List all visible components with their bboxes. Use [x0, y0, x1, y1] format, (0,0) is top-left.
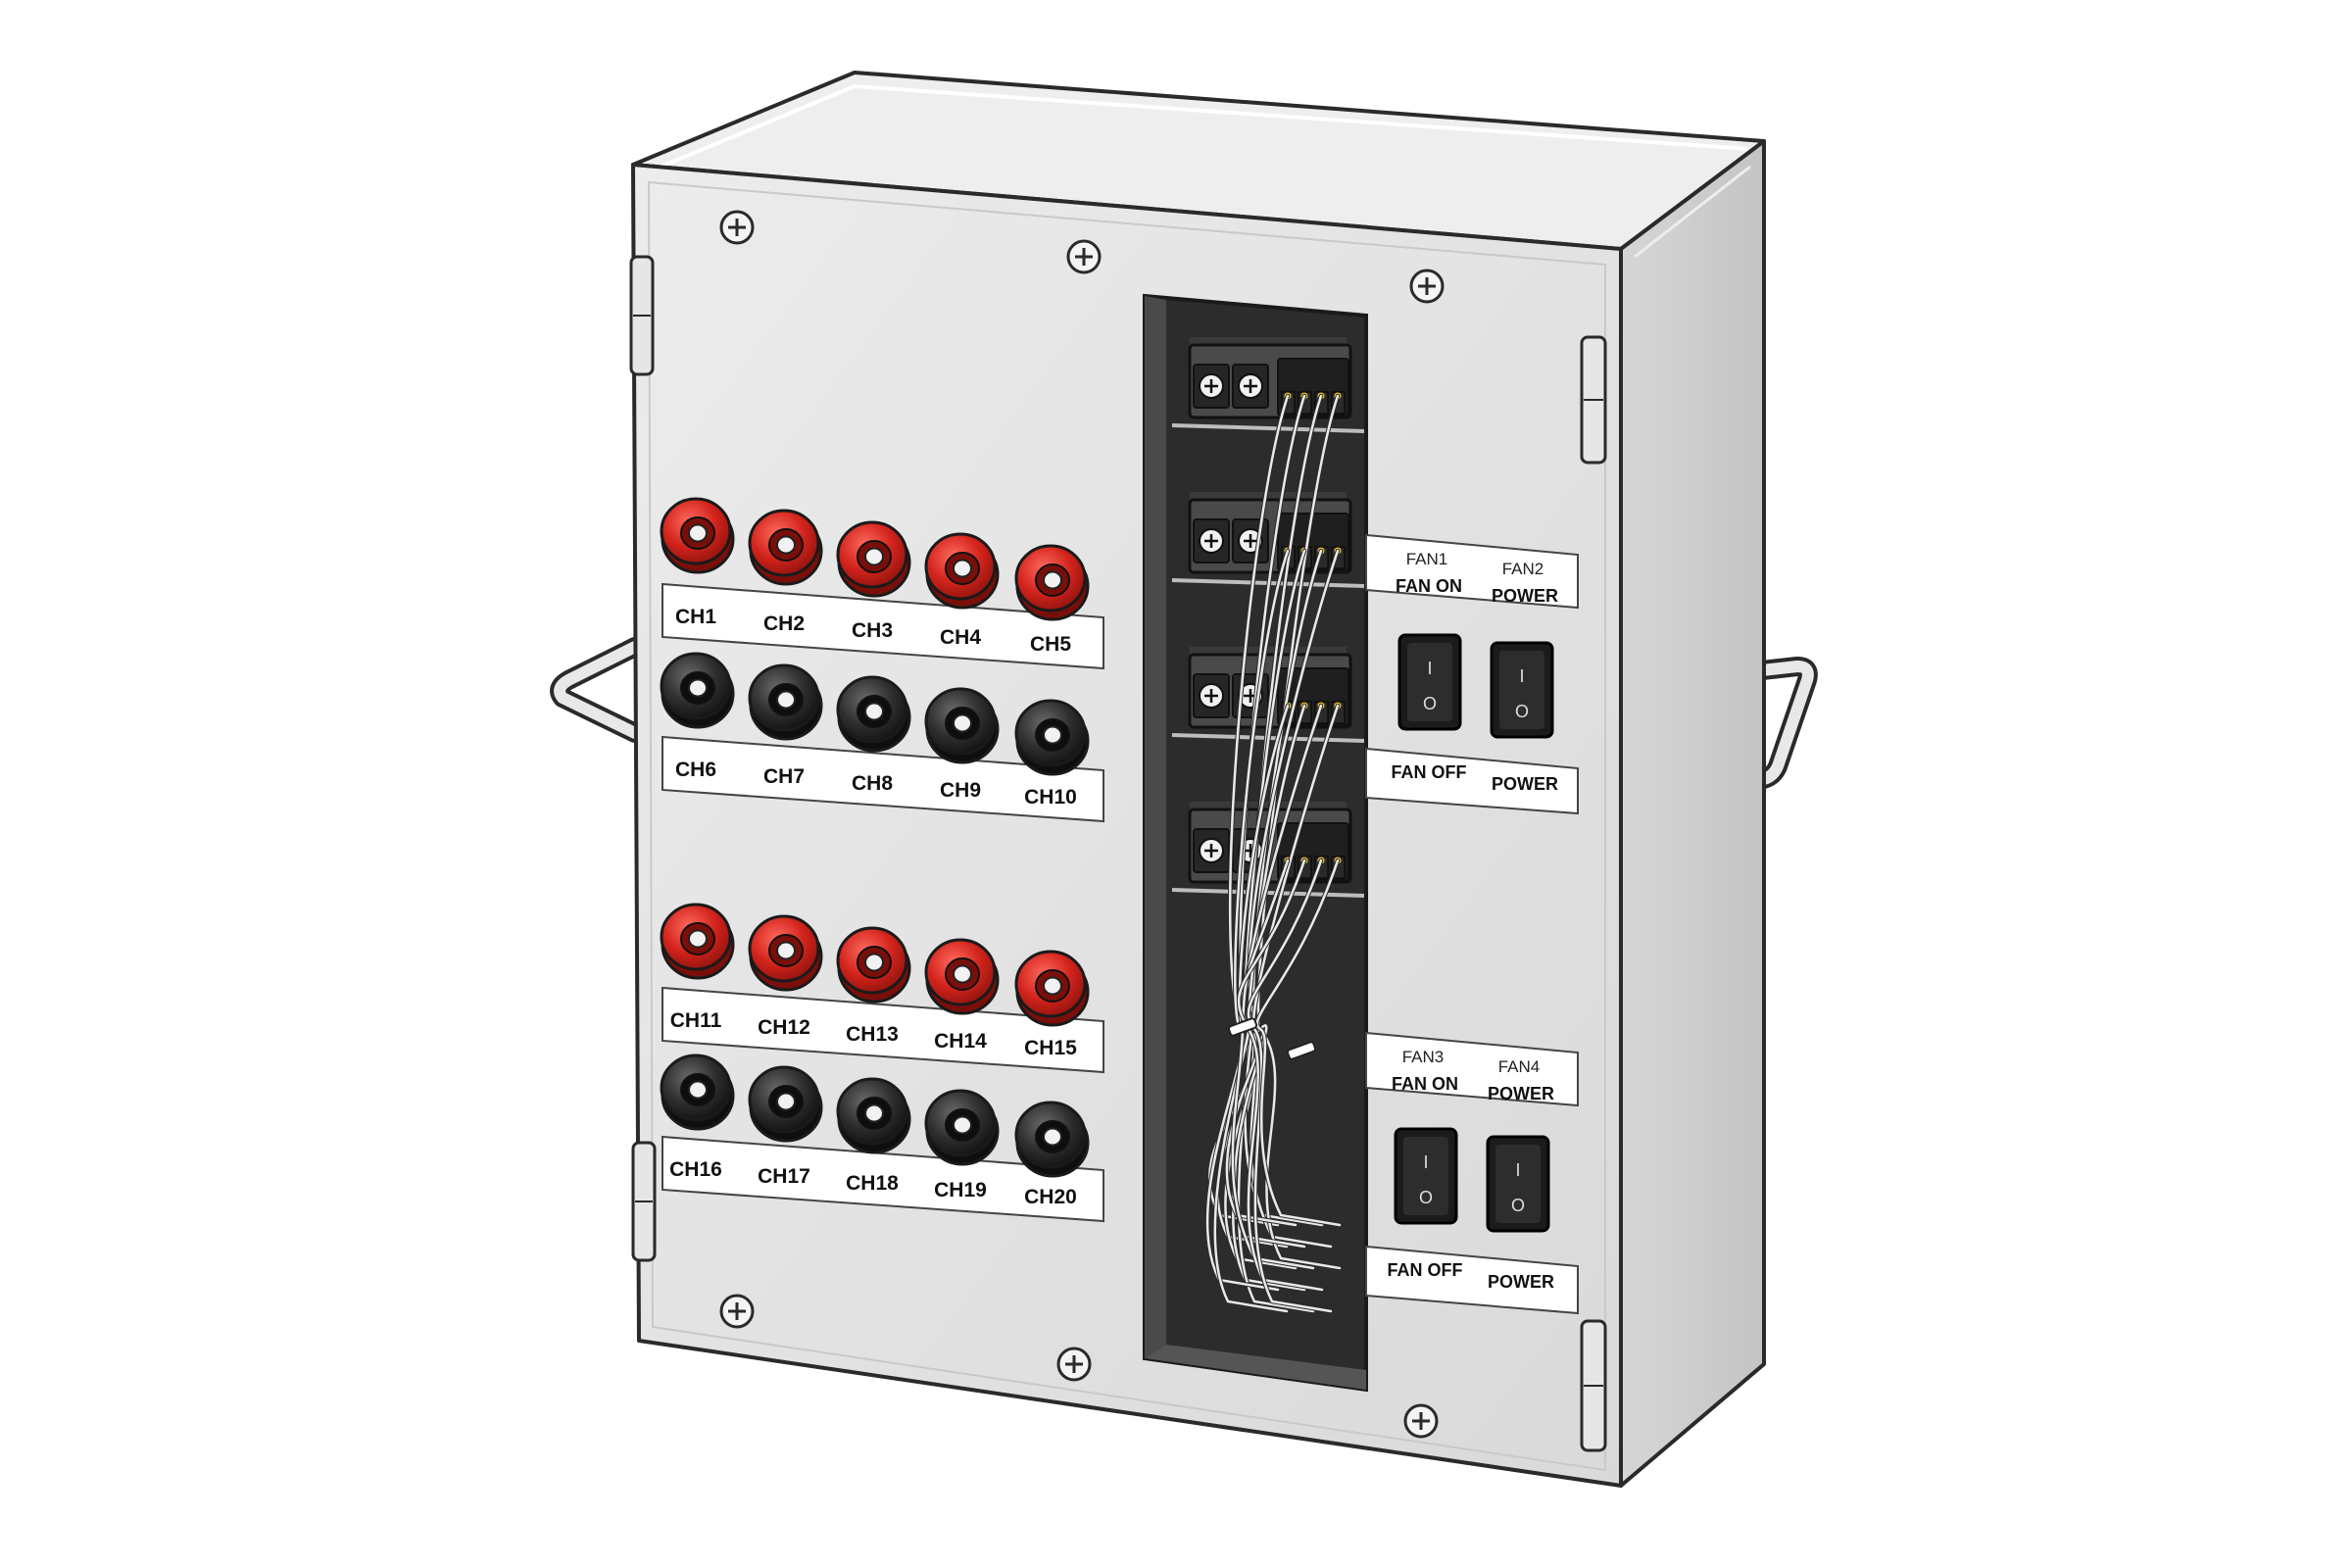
channel-label: CH18	[846, 1172, 899, 1195]
channel-label: CH1	[675, 606, 716, 628]
power-label-bottom: POWER	[1488, 1272, 1554, 1292]
channel-label: CH2	[763, 612, 805, 635]
cable-tie	[1286, 1041, 1317, 1060]
on-glyph: I	[1427, 659, 1432, 678]
banana-jack-ch9[interactable]	[924, 687, 1000, 764]
screw-terminal-icon	[1238, 373, 1263, 399]
fan2-label: FAN2	[1502, 560, 1544, 578]
banana-jack-ch7[interactable]	[748, 663, 823, 741]
on-glyph: I	[1519, 666, 1524, 686]
banana-jack-ch20[interactable]	[1014, 1101, 1090, 1178]
fan1-label: FAN1	[1406, 550, 1448, 568]
banana-jack-ch5[interactable]	[1014, 544, 1090, 621]
channel-label: CH11	[670, 1009, 722, 1032]
channel-label: CH17	[758, 1165, 810, 1188]
channel-label: CH7	[763, 765, 805, 788]
channel-label: CH16	[669, 1158, 722, 1181]
banana-jack-ch12[interactable]	[748, 914, 823, 992]
banana-jack-ch10[interactable]	[1014, 699, 1090, 776]
channel-label: CH8	[852, 772, 893, 795]
screw-terminal-icon	[1199, 373, 1224, 399]
fan2-rocker-switch[interactable]: I O	[1490, 641, 1554, 739]
channel-label: CH6	[675, 759, 716, 781]
fan1-rocker-switch[interactable]: I O	[1397, 633, 1462, 731]
banana-jack-ch15[interactable]	[1014, 950, 1090, 1027]
screw-terminal-icon	[1199, 838, 1224, 863]
channel-label: CH19	[934, 1179, 987, 1201]
banana-jack-ch4[interactable]	[924, 532, 1000, 610]
fan3-label: FAN3	[1402, 1048, 1445, 1066]
terminal-block	[1171, 337, 1365, 433]
on-glyph: I	[1423, 1152, 1428, 1172]
off-glyph: O	[1419, 1188, 1433, 1207]
off-glyph: O	[1511, 1196, 1525, 1215]
enclosure-side	[1619, 139, 1766, 1488]
screw-terminal-icon	[1199, 528, 1224, 554]
banana-jack-ch17[interactable]	[748, 1065, 823, 1143]
channel-label: CH3	[852, 619, 893, 642]
power-label-bottom: POWER	[1492, 774, 1558, 794]
switch-panel-2: FAN3 FAN4 FAN ON POWER FAN OFF POWER I O…	[1365, 1031, 1579, 1315]
channel-label: CH9	[940, 779, 981, 802]
power-label-top: POWER	[1492, 586, 1558, 606]
screw-icon	[719, 1294, 755, 1329]
screw-icon	[719, 210, 755, 245]
banana-jack-ch14[interactable]	[924, 938, 1000, 1015]
banana-jack-ch3[interactable]	[836, 520, 911, 598]
banana-jack-ch18[interactable]	[836, 1077, 911, 1154]
screw-icon	[1403, 1403, 1439, 1439]
channel-label: CH20	[1024, 1186, 1077, 1208]
fan-on-label: FAN ON	[1392, 1074, 1458, 1094]
banana-jack-ch16[interactable]	[660, 1054, 735, 1131]
channel-label: CH15	[1024, 1037, 1077, 1059]
fan-on-label: FAN ON	[1396, 576, 1462, 596]
screw-icon	[1409, 269, 1445, 304]
banana-jack-ch19[interactable]	[924, 1089, 1000, 1166]
fan4-rocker-switch[interactable]: I O	[1486, 1135, 1550, 1233]
banana-jack-ch13[interactable]	[836, 926, 911, 1004]
cable-tie	[1227, 1017, 1258, 1037]
screw-terminal-icon	[1199, 683, 1224, 709]
channel-label: CH5	[1030, 633, 1071, 656]
channel-label: CH10	[1024, 786, 1077, 808]
power-label-top: POWER	[1488, 1084, 1554, 1103]
screw-icon	[1056, 1347, 1092, 1382]
channel-label: CH4	[940, 626, 981, 649]
screw-icon	[1066, 239, 1102, 274]
channel-label: CH14	[934, 1030, 987, 1053]
banana-jack-ch8[interactable]	[836, 675, 911, 753]
on-glyph: I	[1515, 1160, 1520, 1180]
terminal-block	[1171, 492, 1365, 588]
banana-jack-ch6[interactable]	[660, 652, 735, 729]
channel-label: CH13	[846, 1023, 899, 1046]
fan3-rocker-switch[interactable]: I O	[1394, 1127, 1458, 1225]
switch-panel-1: FAN1 FAN2 FAN ON POWER FAN OFF POWER I O…	[1365, 533, 1579, 815]
off-glyph: O	[1423, 694, 1437, 713]
off-glyph: O	[1515, 702, 1529, 721]
fan4-label: FAN4	[1498, 1057, 1541, 1076]
banana-jack-ch2[interactable]	[748, 509, 823, 586]
channel-label: CH12	[758, 1016, 810, 1039]
banana-jack-ch11[interactable]	[660, 903, 735, 980]
terminal-cavity	[1143, 293, 1368, 1393]
fan-off-label: FAN OFF	[1392, 762, 1467, 782]
banana-jack-ch1[interactable]	[660, 497, 735, 574]
fan-off-label: FAN OFF	[1388, 1260, 1463, 1280]
